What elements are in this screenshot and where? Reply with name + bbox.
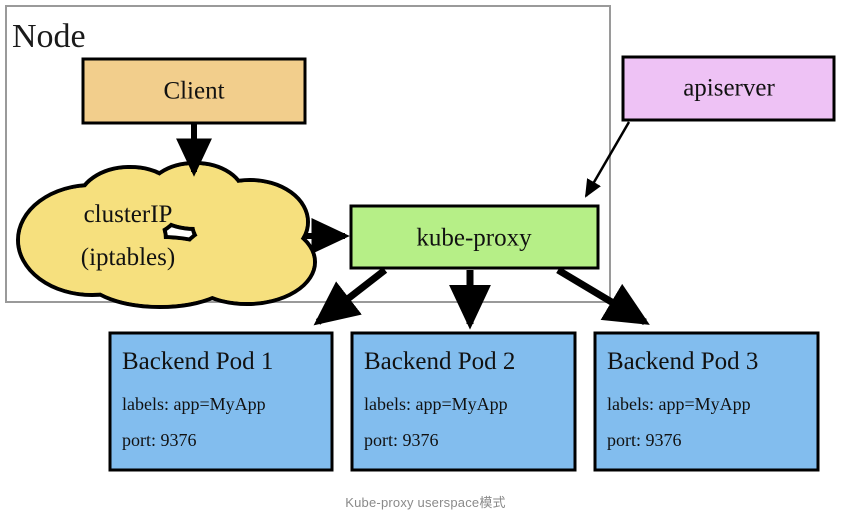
backend-pod-2-box[interactable]: [350, 331, 577, 472]
diagram-caption: Kube-proxy userspace模式: [345, 495, 506, 510]
backend-pod-1-labels: labels: app=MyApp: [122, 394, 266, 414]
apiserver-box-label: apiserver: [683, 75, 775, 102]
arrow-kube-proxy-to-pod-1: [313, 267, 388, 326]
client-box-label: Client: [163, 78, 224, 105]
kube-proxy-box[interactable]: [349, 204, 600, 270]
backend-pod-1-port: port: 9376: [122, 430, 197, 450]
backend-pod-2-title: Backend Pod 2: [364, 348, 515, 375]
clusterip-cloud[interactable]: [16, 161, 317, 309]
arrow-kube-proxy-to-pod-3: [556, 266, 650, 326]
node-container-label: Node: [12, 18, 86, 55]
backend-pod-2-labels: labels: app=MyApp: [364, 394, 508, 414]
clusterip-label-line1: clusterIP: [84, 201, 173, 228]
backend-pod-3-title: Backend Pod 3: [607, 348, 758, 375]
clusterip-label-line2: (iptables): [81, 244, 175, 271]
kube-proxy-box-label: kube-proxy: [416, 225, 532, 252]
client-box[interactable]: [81, 57, 307, 125]
backend-pod-3-port: port: 9376: [607, 430, 682, 450]
backend-pod-1-title: Backend Pod 1: [122, 348, 273, 375]
arrow-apiserver-to-kube-proxy: [584, 121, 631, 198]
backend-pod-2-port: port: 9376: [364, 430, 439, 450]
backend-pod-3-labels: labels: app=MyApp: [607, 394, 751, 414]
backend-pod-3-box[interactable]: [593, 331, 820, 472]
backend-pod-1-box[interactable]: [108, 331, 334, 472]
apiserver-box[interactable]: [621, 55, 836, 122]
